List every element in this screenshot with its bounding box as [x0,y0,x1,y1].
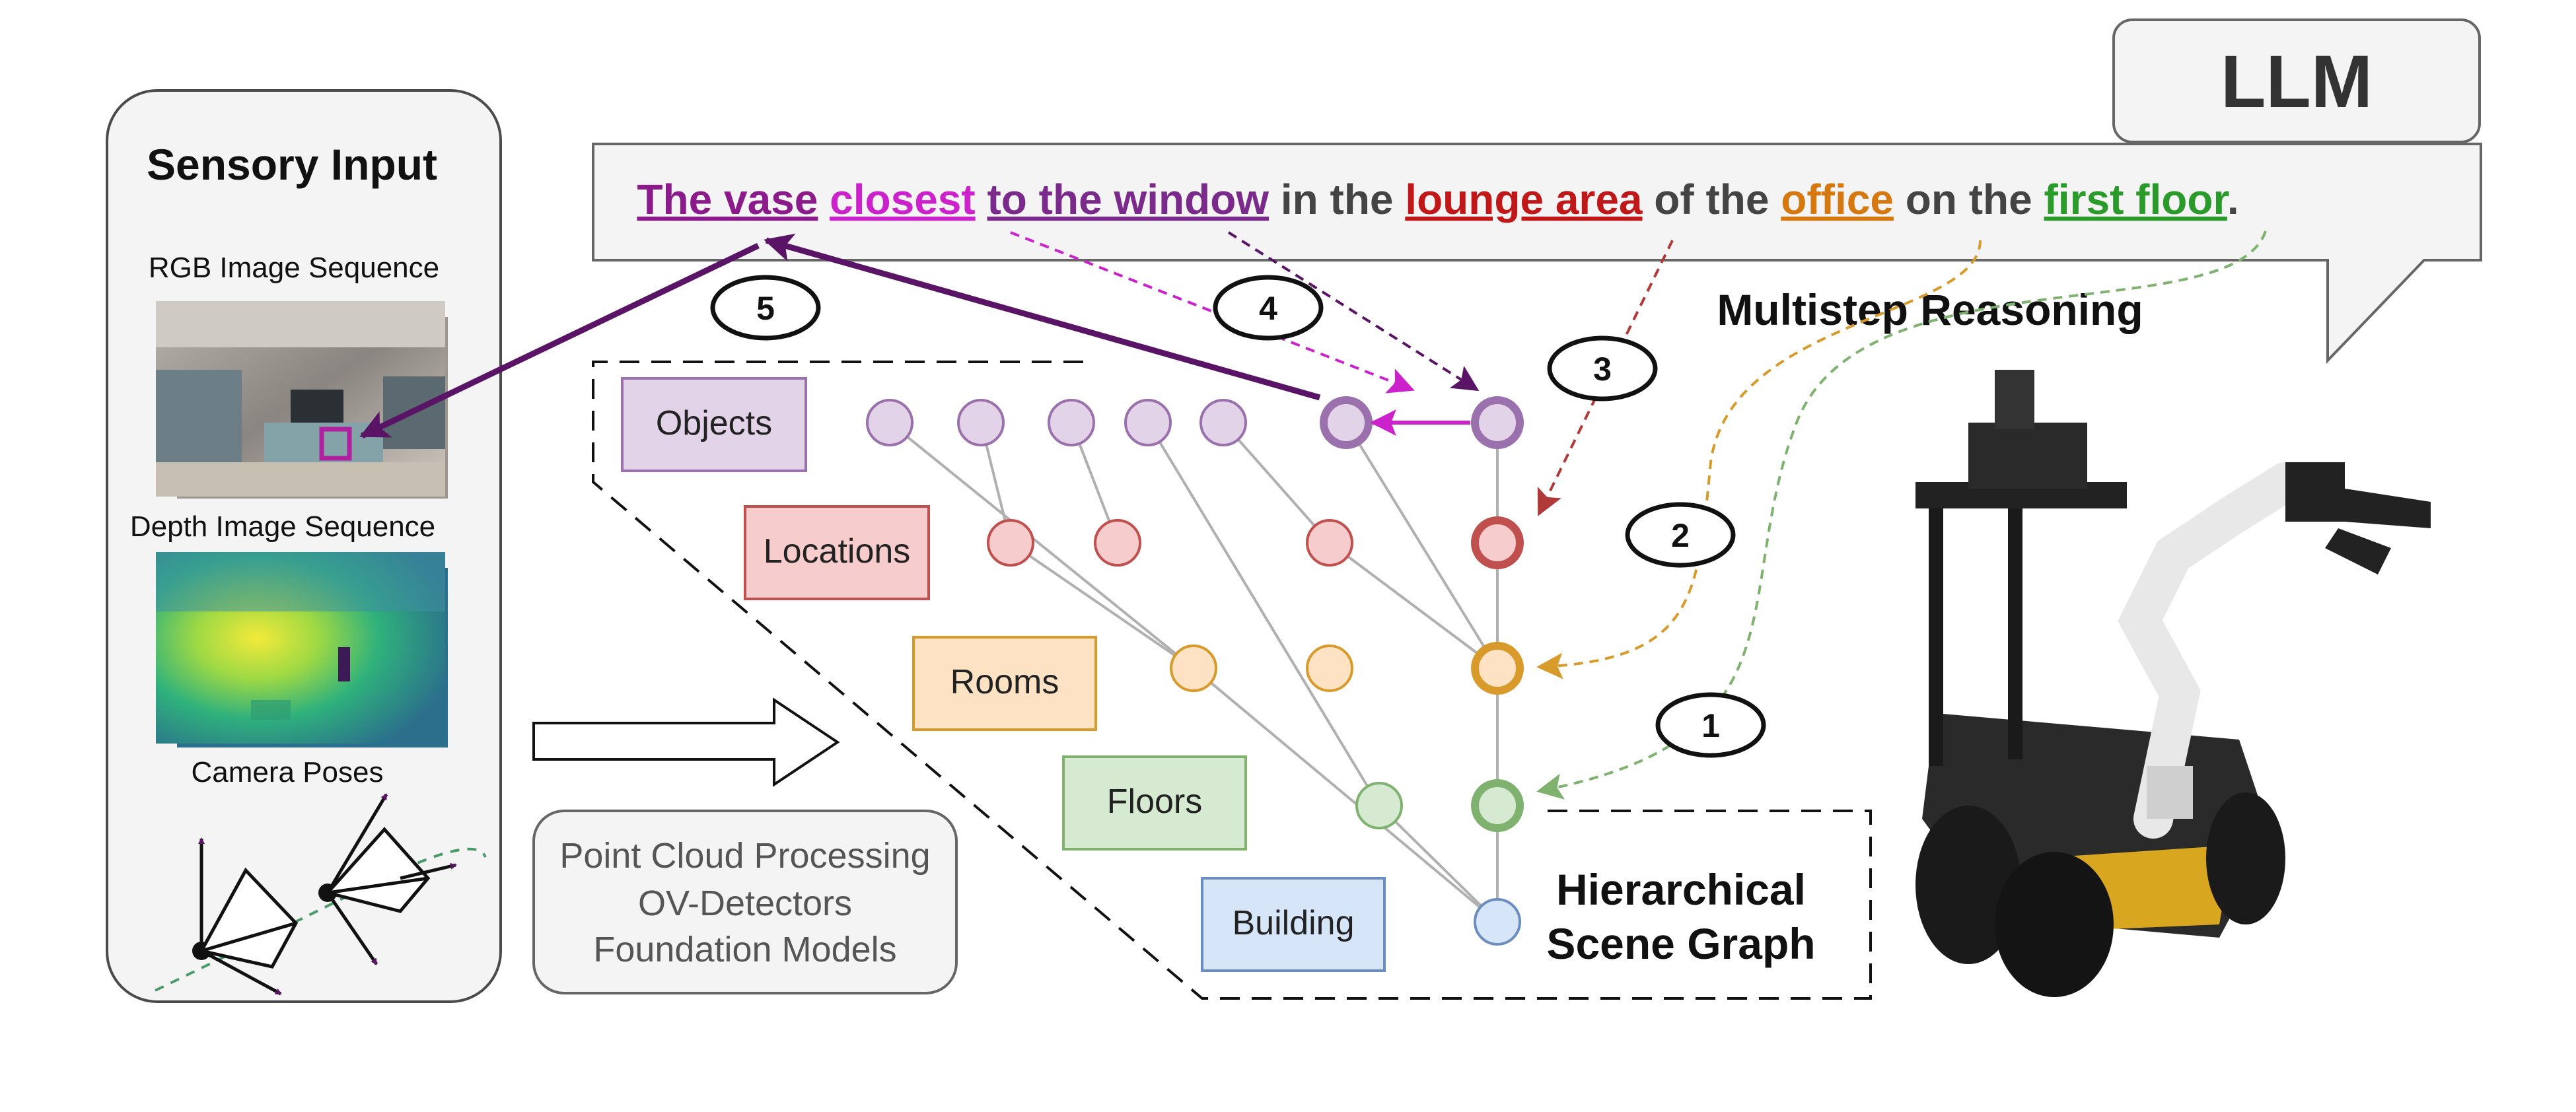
camera-poses-icon [155,793,487,996]
floor-node-first [1471,779,1524,832]
step-badge-2-text: 2 [1671,517,1690,554]
reasoning-arrows [1010,230,2267,800]
processing-arrow [532,697,840,787]
llm-label: LLM [2221,40,2373,123]
level-label-floors-text: Floors [1107,782,1202,821]
level-label-objects: Objects [621,377,807,472]
step-badge-4: 4 [1213,275,1324,341]
rgb-sequence-label: RGB Image Sequence [149,252,439,284]
location-node [1094,519,1141,567]
processing-box: Point Cloud Processing OV-Detectors Foun… [532,810,958,994]
building-node [1474,898,1521,946]
object-node [1124,399,1172,446]
arrow-vase-to-query [764,233,1321,401]
object-node [1048,399,1095,446]
arrow-office [1536,240,1982,679]
step-badge-4-text: 4 [1259,290,1277,327]
query-phrase: office [1781,176,1894,223]
location-node-lounge [1471,516,1524,569]
level-label-rooms: Rooms [912,636,1097,731]
scene-graph-title-line-2: Scene Graph [1546,919,1815,968]
step-badge-2: 2 [1625,502,1736,568]
query-connector [976,176,987,223]
step-badge-3-text: 3 [1593,351,1612,388]
floor-nodes [1355,779,1524,832]
processing-line-3: Foundation Models [593,930,896,969]
query-connector: on the [1894,176,2044,223]
level-label-objects-text: Objects [656,404,772,442]
object-node-window [1471,396,1524,449]
step-badge-1-text: 1 [1701,707,1720,744]
sensory-input-panel: Sensory Input RGB Image Sequence Depth I… [106,89,502,1003]
depth-image-stack [156,552,448,747]
room-node-office [1471,642,1524,695]
query-phrase: closest [830,176,976,223]
room-nodes [1170,642,1524,695]
query-phrase: lounge area [1405,176,1643,223]
query-connector: . [2227,176,2239,223]
scene-graph-dashed-boundary [592,361,1872,1000]
object-node [957,399,1005,446]
mobile-manipulator-robot [1915,370,2431,997]
processing-line-1: Point Cloud Processing [559,836,930,876]
level-label-locations: Locations [744,505,930,600]
arrow-query-to-image [359,242,760,439]
room-node [1306,644,1353,692]
query-phrase: The vase [637,176,818,223]
query-phrase: to the window [987,176,1269,223]
floor-node [1355,782,1403,829]
level-label-locations-text: Locations [764,532,911,571]
step-badge-5: 5 [710,275,821,341]
object-nodes [866,396,1524,449]
query-connector: in the [1269,176,1405,223]
rgb-image-stack [156,301,448,499]
location-node [987,519,1034,567]
processing-line-2: OV-Detectors [638,884,852,923]
scene-graph-title-line-1: Hierarchical [1556,865,1806,914]
location-nodes [987,516,1524,569]
level-label-building-text: Building [1232,904,1354,942]
room-node [1170,644,1217,692]
level-label-floors: Floors [1062,755,1247,851]
level-label-rooms-text: Rooms [950,663,1059,701]
camera-poses-label: Camera Poses [191,756,383,788]
location-node [1306,519,1353,567]
object-node-vase [1320,396,1373,449]
step-badge-5-text: 5 [756,290,775,327]
query-sentence: The vase closest to the window in the lo… [637,176,2238,223]
step-badge-1: 1 [1655,692,1766,758]
query-speech-bubble [592,143,2482,364]
graph-edges [888,421,1499,923]
llm-box: LLM [2112,18,2481,143]
arrow-lounge [1537,240,1674,516]
arrow-closest [1010,231,1415,394]
step-badge-3: 3 [1547,335,1658,401]
target-vase-bounding-box [319,427,352,461]
object-node [1199,399,1247,446]
arrow-first-floor [1536,230,2267,800]
object-node [866,399,913,446]
level-label-building: Building [1201,877,1386,972]
query-phrase: first floor [2044,176,2229,223]
arrow-window [1227,231,1480,392]
sensory-input-title: Sensory Input [147,140,437,189]
query-connector: of the [1643,176,1781,223]
query-connector [818,176,830,223]
depth-sequence-label: Depth Image Sequence [130,510,435,543]
multistep-reasoning-label: Multistep Reasoning [1717,285,2143,334]
